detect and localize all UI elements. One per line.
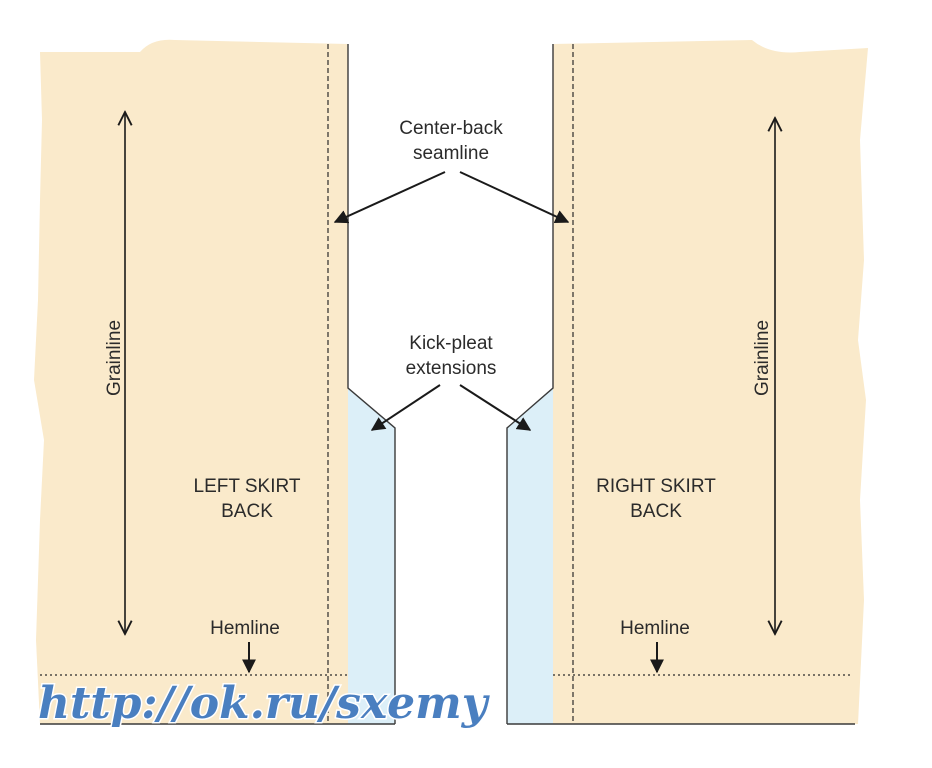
center-back-arrow-right: [459, 171, 570, 224]
watermark-link[interactable]: http://ok.ru/sxemy: [37, 677, 493, 731]
right-piece-label-line2: BACK: [630, 501, 682, 522]
right-kick-pleat-extension: [507, 388, 553, 724]
left-grainline-label: Grainline: [104, 320, 125, 396]
right-piece-label-line1: RIGHT SKIRT: [596, 476, 716, 497]
right-skirt-piece: [553, 40, 868, 724]
kick-pleat-label-line1: Kick-pleat: [409, 333, 493, 354]
right-hemline-label: Hemline: [620, 618, 690, 639]
right-grainline-label: Grainline: [752, 320, 773, 396]
kick-pleat-arrow-right: [459, 384, 532, 431]
kick-pleat-label-line2: extensions: [406, 358, 497, 379]
kick-pleat-arrow-left: [370, 384, 441, 431]
left-piece-label-line2: BACK: [221, 501, 273, 522]
center-back-label-line1: Center-back: [399, 118, 503, 139]
center-back-arrow-left: [333, 171, 446, 224]
center-back-label-line2: seamline: [413, 143, 489, 164]
left-kick-pleat-extension: [348, 388, 395, 724]
left-hemline-label: Hemline: [210, 618, 280, 639]
left-piece-label-line1: LEFT SKIRT: [194, 476, 301, 497]
left-skirt-piece: [34, 39, 348, 724]
